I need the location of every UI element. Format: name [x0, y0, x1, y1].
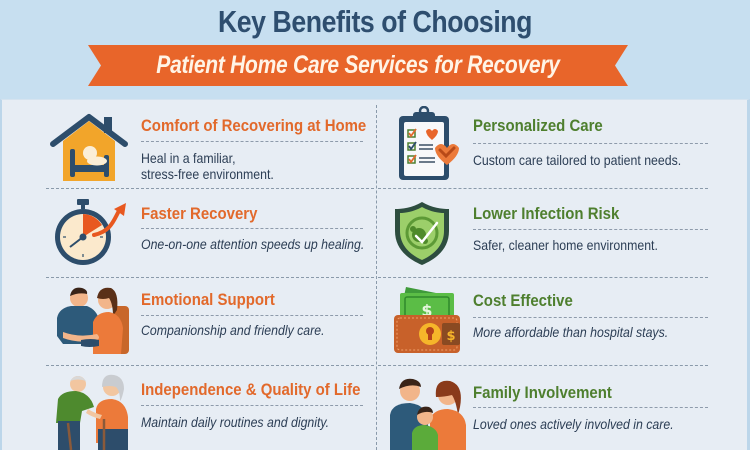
- benefit-description: Maintain daily routines and dignity.: [141, 414, 330, 430]
- shield-germ-icon: [395, 202, 449, 265]
- benefit-heading: Cost Effective: [473, 291, 573, 310]
- column-divider: [376, 105, 377, 450]
- benefit-heading: Personalized Care: [473, 116, 603, 135]
- benefit-heading: Comfort of Recovering at Home: [141, 116, 367, 135]
- heading-rule: [141, 228, 363, 229]
- svg-text:$: $: [446, 329, 455, 344]
- stopwatch-arrow-icon: [55, 199, 126, 265]
- heading-rule: [141, 315, 363, 316]
- elderly-couple-icon: [56, 374, 128, 450]
- row-divider: [46, 277, 374, 278]
- caregiver-patient-icon: [57, 287, 129, 354]
- svg-text:$: $: [421, 301, 432, 320]
- clipboard-heart-icon: [399, 106, 459, 180]
- heading-rule: [473, 317, 708, 318]
- benefit-description: Heal in a familiar,: [141, 150, 236, 166]
- heading-rule: [473, 407, 708, 408]
- page-title: Key Benefits of Choosing: [217, 4, 533, 39]
- benefit-description: Custom care tailored to patient needs.: [473, 152, 682, 168]
- wallet-money-icon: $ $: [394, 287, 460, 353]
- title-banner: Patient Home Care Services for Recovery: [88, 45, 628, 86]
- row-divider: [46, 188, 374, 189]
- benefit-description: Loved ones actively involved in care.: [473, 416, 674, 432]
- heading-rule: [473, 143, 708, 144]
- benefit-description: Companionship and friendly care.: [141, 322, 325, 338]
- benefit-description: One-on-one attention speeds up healing.: [141, 236, 365, 252]
- row-divider: [46, 365, 374, 366]
- benefit-description: stress-free environment.: [141, 166, 274, 182]
- benefit-heading: Family Involvement: [473, 383, 612, 402]
- benefit-heading: Faster Recovery: [141, 204, 258, 223]
- house-bed-icon: [50, 114, 128, 181]
- benefit-heading: Emotional Support: [141, 290, 275, 309]
- banner-subtitle: Patient Home Care Services for Recovery: [156, 51, 560, 79]
- heading-rule: [141, 141, 363, 142]
- row-divider: [378, 188, 708, 189]
- benefit-heading: Independence & Quality of Life: [141, 380, 361, 399]
- heading-rule: [473, 229, 708, 230]
- row-divider: [378, 277, 708, 278]
- row-divider: [378, 365, 708, 366]
- benefit-description: Safer, cleaner home environment.: [473, 237, 658, 253]
- benefit-description: More affordable than hospital stays.: [473, 324, 669, 340]
- benefits-panel: [0, 99, 750, 450]
- benefit-heading: Lower Infection Risk: [473, 204, 620, 223]
- ribbon-shape: [88, 45, 628, 86]
- heading-rule: [141, 405, 363, 406]
- family-icon: [390, 378, 466, 450]
